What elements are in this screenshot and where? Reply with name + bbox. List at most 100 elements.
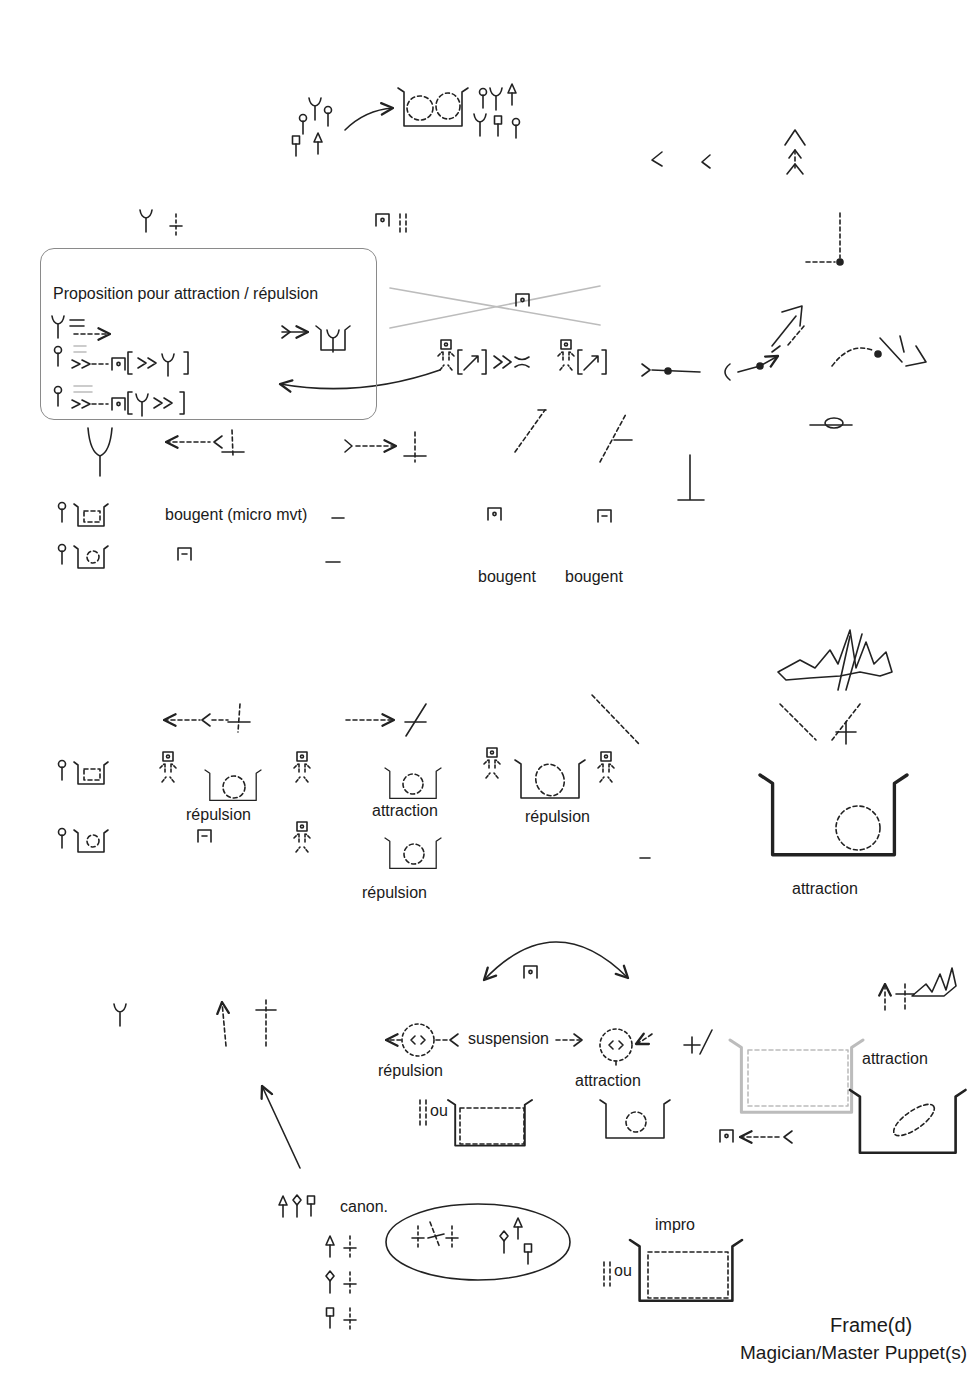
sketch-stroke [578,350,606,374]
sketch-stroke [500,1231,508,1253]
sketch-stroke [484,942,628,980]
sketch-stroke [84,511,100,522]
sketch-stroke [825,418,843,428]
sketch-stroke [325,107,332,127]
panel-symbols [52,316,188,416]
sketch-stroke [327,1308,334,1328]
sketch-stroke [515,410,545,452]
sketch-stroke [228,721,250,723]
sketch-stroke [308,1196,315,1216]
sketch-stroke [344,1272,356,1296]
sketch-stroke [74,546,108,568]
sketch-stroke [214,436,222,448]
sketch-stroke [495,116,502,136]
sketch-stroke [154,398,172,408]
sketch-stroke [70,320,84,326]
sketch-stroke [787,164,803,174]
sketch-stroke [615,1061,617,1068]
sketch-stroke [524,966,537,978]
sketch-stroke [390,286,600,328]
annotation-label: bougent [478,568,536,586]
sketch-stroke [450,1034,458,1046]
sketch-stroke [640,857,650,859]
sketch-stroke [684,1030,712,1054]
sketch-stroke [414,432,416,462]
sketch-stroke [282,326,290,338]
sketch-stroke [772,316,796,346]
pin-group-top-left [293,98,332,156]
sketch-stroke [386,1204,570,1280]
sketch-stroke [494,356,511,368]
sketch-stroke [778,630,892,680]
proposal-panel: Proposition pour attraction / répulsion [40,248,377,420]
sketch-stroke [180,392,184,414]
sketch-stroke [402,1024,434,1056]
sketch-stroke [404,844,424,864]
sketch-stroke [128,352,132,374]
sketch-stroke [626,1112,646,1132]
sketch-stroke [345,440,352,452]
sketch-stroke [184,352,188,374]
sketch-stroke [652,152,662,166]
sketch-stroke [326,561,340,563]
sketch-stroke [356,445,396,447]
sketch-stroke [508,84,516,105]
sketch-stroke [806,261,835,263]
sketch-stroke [730,1040,863,1112]
sketch-stroke [202,714,210,726]
sketch-stroke [327,330,339,352]
sketch-stroke [294,822,310,852]
annotation-label: bougent (micro mvt) [165,506,307,524]
sketch-stroke [600,414,626,462]
sketch-stroke [464,356,478,370]
sketch-stroke [912,968,956,996]
sketch-stroke [875,351,881,357]
sketch-stroke [92,363,108,365]
sketch-stroke [788,326,804,345]
sketch-stroke [884,984,886,1010]
sketch-stroke [652,370,700,372]
sketch-stroke [420,1100,426,1126]
sketch-stroke [59,761,66,781]
sketch-stroke [282,331,308,333]
sketch-stroke [72,400,90,408]
sketch-stroke [428,1234,444,1238]
sketch-stroke [386,1039,401,1041]
sketch-stroke [538,409,546,411]
sketch-stroke [720,1130,733,1142]
sketch-stroke [490,88,502,110]
sketch-stroke [436,93,460,119]
sketch-stroke [326,1271,334,1293]
sketch-stroke [59,829,66,849]
annotation-label: attraction [862,1050,928,1068]
sketch-stroke [212,719,228,721]
annotation-label: canon. [340,1198,388,1216]
sketch-stroke [460,1108,524,1144]
sketch-stroke [279,1196,287,1217]
sketch-stroke [400,214,406,234]
sketch-stroke [170,214,182,238]
sketch-stroke [604,1262,610,1286]
annotation-label: répulsion [525,808,590,826]
sketch-stroke [222,1002,226,1046]
sketch-stroke [513,119,520,139]
sketch-stroke [293,136,300,156]
sketch-stroke [160,752,176,782]
sketch-stroke [757,363,763,369]
annotation-label: suspension [468,1030,549,1048]
sketch-stroke [584,356,598,370]
sketch-stroke [836,722,856,744]
sketch-stroke [665,368,671,374]
annotation-label: attraction [575,1072,641,1090]
sketch-stroke [438,340,454,370]
sketch-stroke [59,545,66,565]
sketch-stroke [59,503,66,523]
sketch-stroke [332,517,344,519]
sketch-stroke [642,364,650,376]
annotation-label: attraction [372,802,438,820]
sketch-stroke [162,354,174,376]
sketch-stroke [136,394,148,416]
